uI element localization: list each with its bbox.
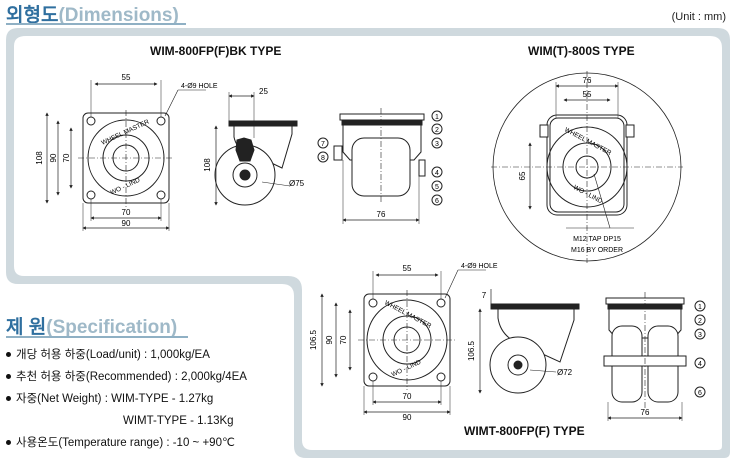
dimensions-heading-english: (Dimensions) xyxy=(58,5,179,26)
specification-heading-underline xyxy=(6,336,188,338)
spec-weight-text: 자중(Net Weight) : WIM-TYPE - 1.27kg xyxy=(16,393,214,405)
s-dim-55: 55 xyxy=(583,90,592,99)
spec-weight-wimt-text: WIMT-TYPE - 1.13Kg xyxy=(123,415,234,427)
spec-temperature-text: 사용온도(Temperature range) : -10 ~ +90℃ xyxy=(16,437,235,449)
unit-label: (Unit : mm) xyxy=(671,11,726,23)
wimt-dim-70v: 70 xyxy=(339,335,348,344)
wimt-dim-1065: 106.5 xyxy=(309,329,318,350)
bk-dim-55: 55 xyxy=(122,73,131,82)
specification-heading-korean: 제 원 xyxy=(6,317,47,338)
bullet-icon xyxy=(6,396,11,402)
bk-plate-view xyxy=(45,80,206,231)
bullet-icon xyxy=(6,352,11,358)
bk-dim-70: 70 xyxy=(122,208,131,217)
dimensions-heading-korean: 외형도 xyxy=(6,5,59,26)
bk-phi75: Ø75 xyxy=(289,179,305,188)
s-plate-view xyxy=(491,71,683,263)
bk-dim-90: 90 xyxy=(122,219,131,228)
s-tap-label: M12 TAP DP15 xyxy=(573,236,621,243)
bk-callout-4: 4 xyxy=(435,170,439,177)
wimt-callout-3: 3 xyxy=(698,332,702,339)
s-dim-65: 65 xyxy=(518,171,527,180)
wimt-hole-label: 4-Ø9 HOLE xyxy=(461,263,498,270)
wimt-dim-7: 7 xyxy=(482,291,487,300)
wimt-callout-2: 2 xyxy=(698,318,702,325)
specification-heading-english: (Specification) xyxy=(46,317,178,338)
wimt-plate-view xyxy=(320,269,486,415)
spec-list: 개당 허용 하중(Load/unit) : 1,000kg/EA 추천 허용 하… xyxy=(6,344,247,454)
type-title-wimt: WIMT-800FP(F) TYPE xyxy=(464,424,585,438)
bk-callout-5: 5 xyxy=(435,184,439,191)
wimt-front-view xyxy=(603,292,687,421)
type-title-bk: WIM-800FP(F)BK TYPE xyxy=(150,44,282,58)
bk-callout-1: 1 xyxy=(435,114,439,121)
bullet-icon xyxy=(6,374,11,380)
wimt-dim-90: 90 xyxy=(403,413,412,422)
bk-callout-7: 7 xyxy=(321,141,325,148)
bk-callout-8: 8 xyxy=(321,155,325,162)
spec-item-recommended: 추천 허용 하중(Recommended) : 2,000kg/4EA xyxy=(6,366,247,388)
wimt-side-view xyxy=(478,289,580,394)
wimt-dim-1065-side: 106.5 xyxy=(467,340,476,361)
bk-hole-label: 4-Ø9 HOLE xyxy=(181,83,218,90)
dimensions-heading-underline xyxy=(6,23,186,25)
wimt-callout-1: 1 xyxy=(698,304,702,311)
wimt-callout-6: 6 xyxy=(698,390,702,397)
bk-callout-2: 2 xyxy=(435,127,439,134)
bk-callout-6: 6 xyxy=(435,198,439,205)
wimt-dim-70: 70 xyxy=(403,392,412,401)
spec-item-temperature: 사용온도(Temperature range) : -10 ~ +90℃ xyxy=(6,432,247,454)
bk-dim-76: 76 xyxy=(377,210,386,219)
bk-part-callouts xyxy=(317,110,443,206)
dimensions-heading: 외형도(Dimensions) xyxy=(6,0,179,27)
bk-dim-108: 108 xyxy=(35,151,44,165)
bk-side-view xyxy=(214,92,298,206)
wimt-dim-90v: 90 xyxy=(325,335,334,344)
wimt-part-callouts xyxy=(694,300,706,398)
spec-recommended-text: 추천 허용 하중(Recommended) : 2,000kg/4EA xyxy=(16,371,247,383)
wimt-dim-76: 76 xyxy=(641,408,650,417)
bk-dim-90v: 90 xyxy=(49,153,58,162)
wimt-dim-55: 55 xyxy=(403,264,412,273)
spec-item-weight: 자중(Net Weight) : WIM-TYPE - 1.27kg xyxy=(6,388,247,410)
type-title-s: WIM(T)-800S TYPE xyxy=(528,44,635,58)
bk-dim-70v: 70 xyxy=(62,153,71,162)
bk-front-view xyxy=(333,108,426,224)
spec-load-text: 개당 허용 하중(Load/unit) : 1,000kg/EA xyxy=(16,349,210,361)
wimt-phi72: Ø72 xyxy=(557,368,573,377)
s-tap-label-2: M16 BY ORDER xyxy=(571,247,623,254)
spec-item-weight-wimt: WIMT-TYPE - 1.13Kg xyxy=(6,410,247,432)
bullet-icon xyxy=(6,440,11,446)
spec-item-load: 개당 허용 하중(Load/unit) : 1,000kg/EA xyxy=(6,344,247,366)
specification-heading: 제 원(Specification) xyxy=(6,312,177,339)
bk-callout-3: 3 xyxy=(435,141,439,148)
s-dim-76: 76 xyxy=(583,76,592,85)
bk-dim-108-side: 108 xyxy=(203,158,212,172)
wimt-callout-4: 4 xyxy=(698,361,702,368)
bk-dim-25: 25 xyxy=(259,87,268,96)
bk-plate-text-bottom: WO - LIND xyxy=(109,177,141,197)
